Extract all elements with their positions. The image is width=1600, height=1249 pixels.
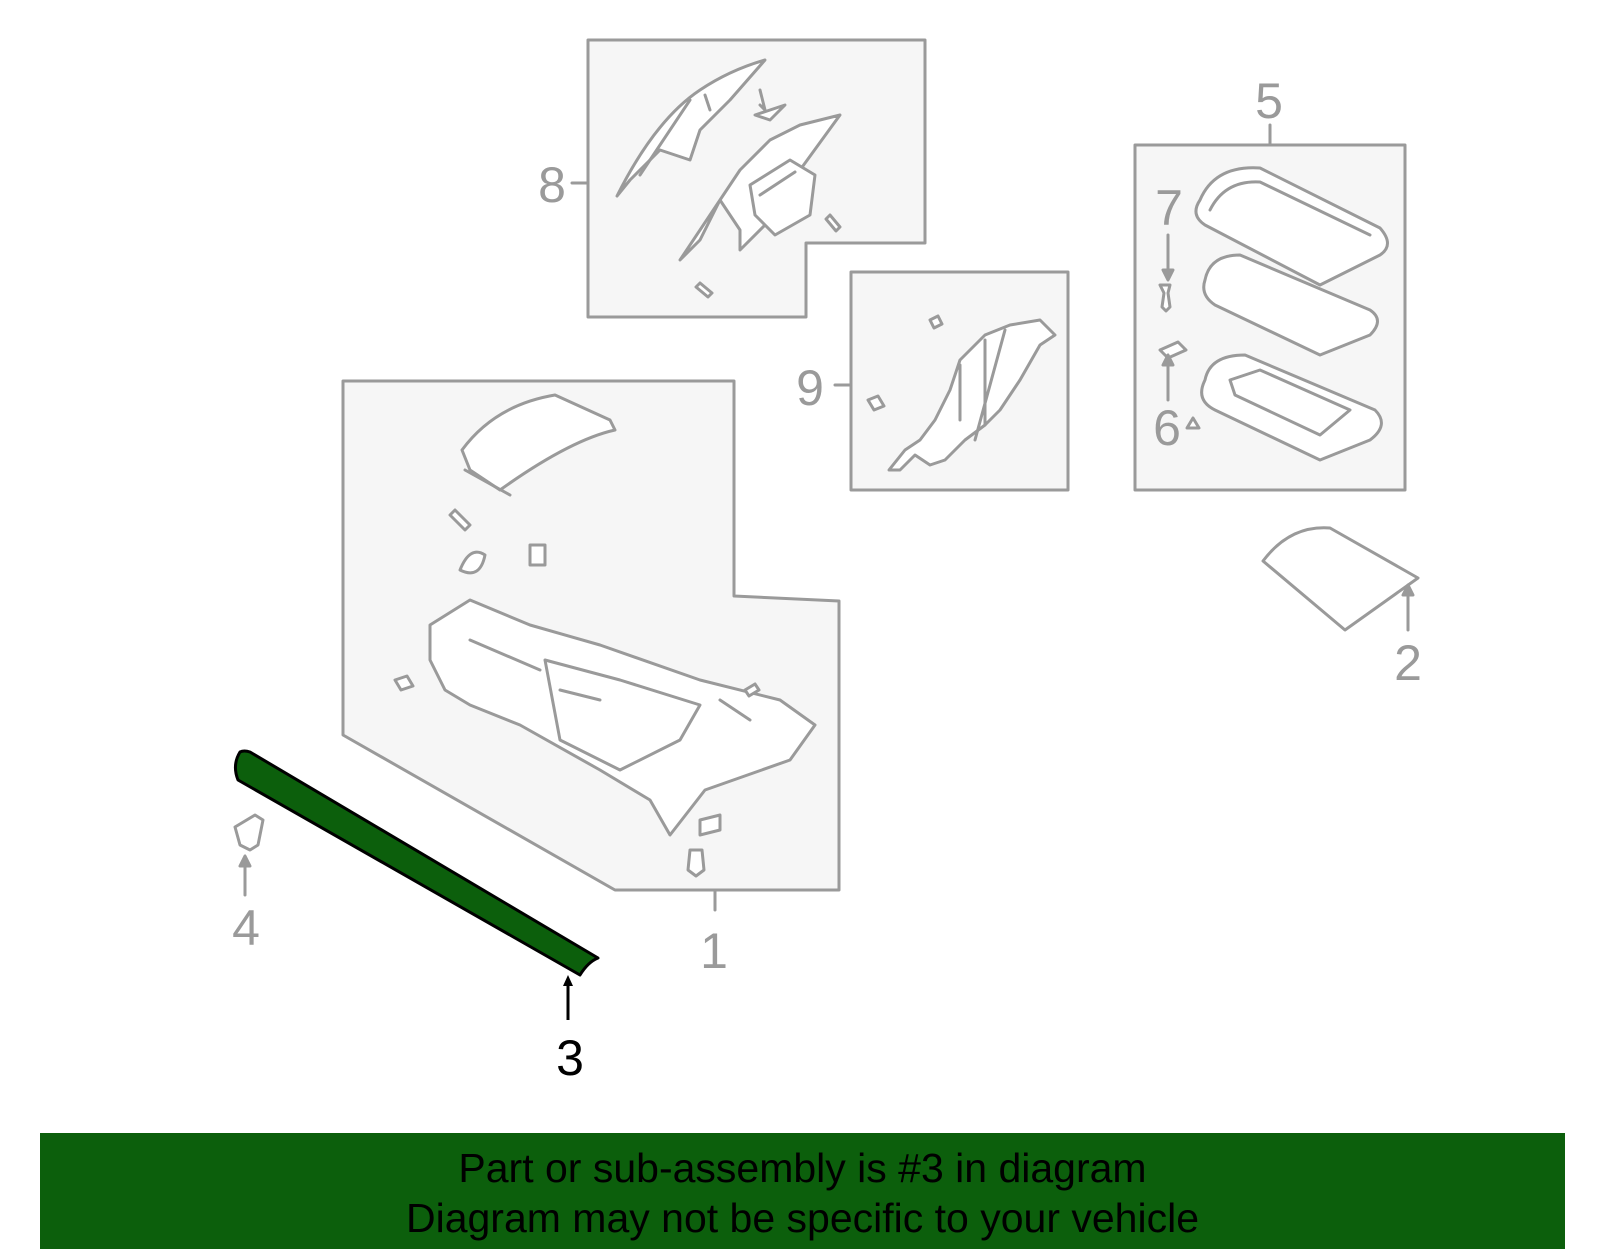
panel-part-9 <box>849 270 1070 492</box>
callout-1: 1 <box>700 923 728 979</box>
clip-part-4 <box>233 813 265 852</box>
callout-2: 2 <box>1394 635 1422 691</box>
callout-9: 9 <box>796 360 824 416</box>
arrowhead-6 <box>1161 353 1175 367</box>
arrowhead-2 <box>1401 583 1415 597</box>
callout-8: 8 <box>538 157 566 213</box>
highlighted-part-3[interactable] <box>233 749 600 1020</box>
banner-line-1: Part or sub-assembly is #3 in diagram <box>458 1145 1147 1191</box>
panel-part-5 <box>1133 143 1407 492</box>
callout-4: 4 <box>232 900 260 956</box>
info-banner: Part or sub-assembly is #3 in diagram Di… <box>40 1133 1565 1249</box>
pad-part-2 <box>1261 526 1420 632</box>
banner-line-2: Diagram may not be specific to your vehi… <box>405 1195 1199 1241</box>
callout-7: 7 <box>1155 180 1183 236</box>
panel-part-8 <box>586 38 927 319</box>
callout-6: 6 <box>1153 400 1181 456</box>
arrowhead-4 <box>238 854 252 868</box>
arrowhead-7 <box>1161 268 1175 282</box>
panel-part-1 <box>341 379 841 892</box>
callout-3: 3 <box>556 1030 584 1086</box>
callout-5: 5 <box>1255 73 1283 129</box>
